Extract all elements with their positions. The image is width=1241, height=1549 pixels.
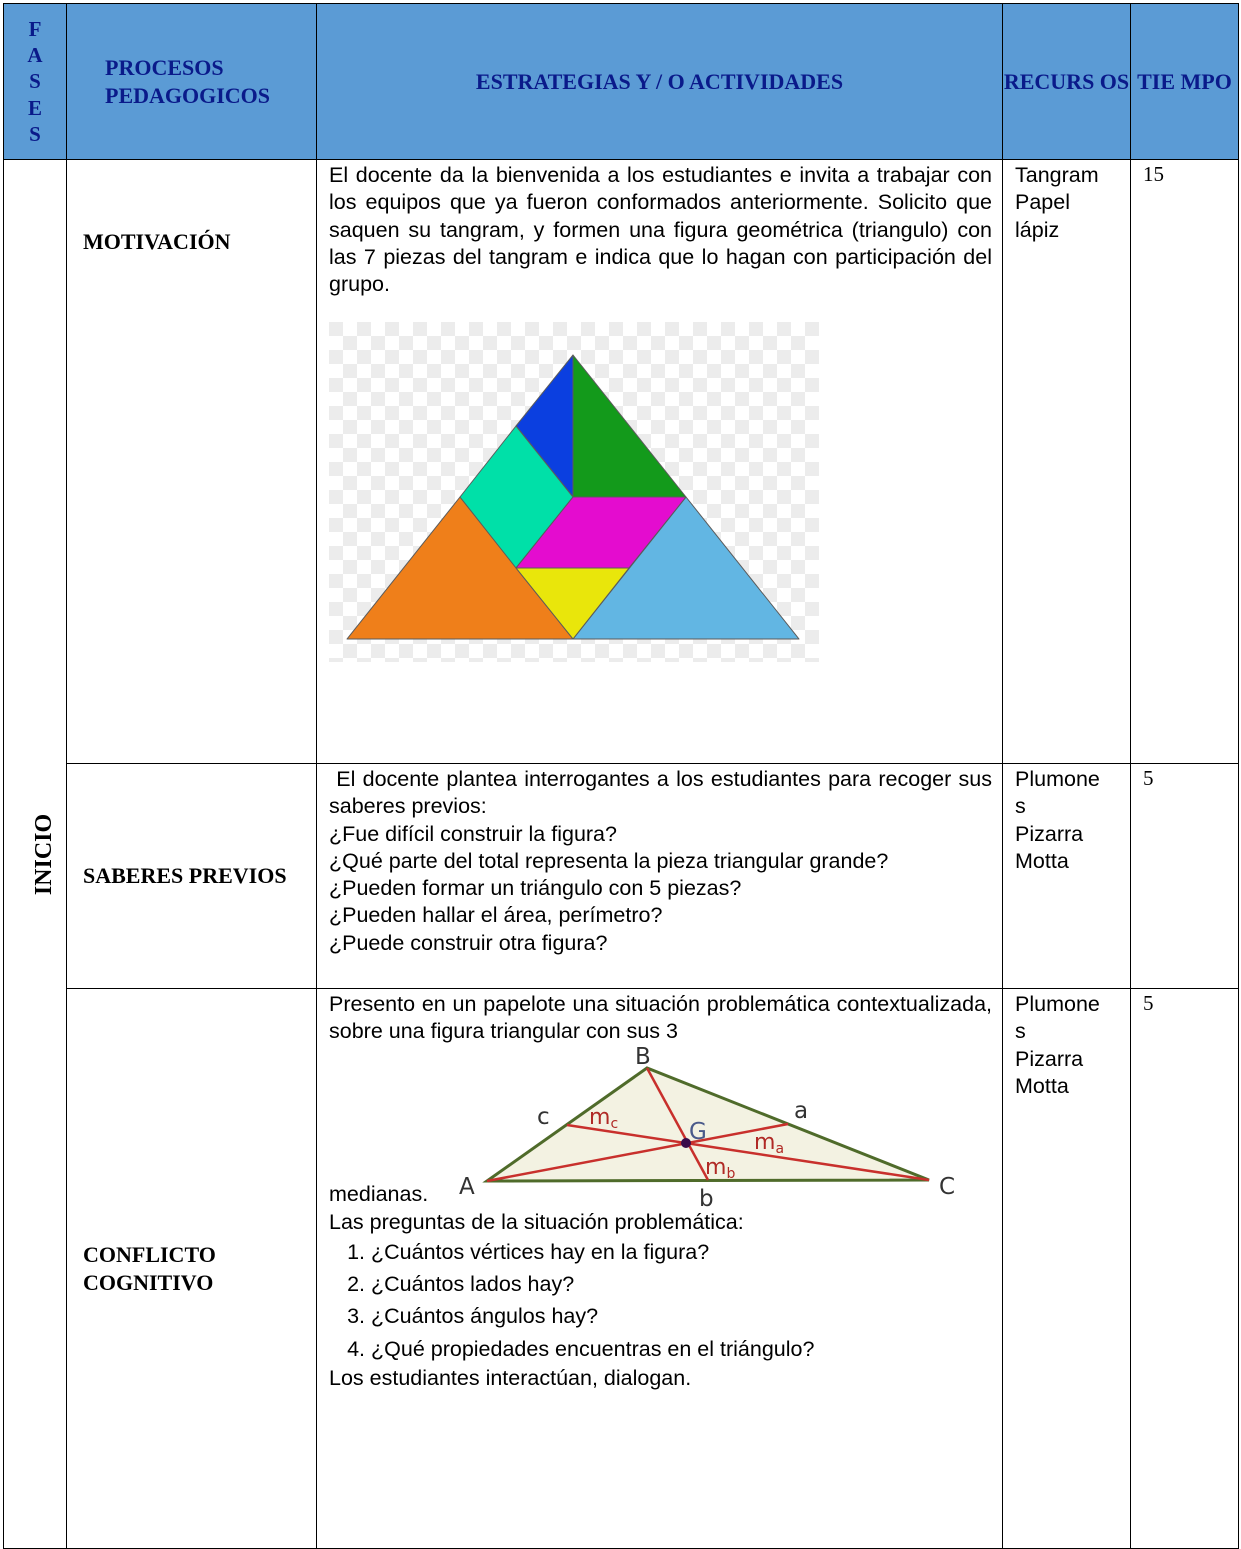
recurso-item: Motta xyxy=(1015,848,1069,873)
table-row: CONFLICTO COGNITIVO Presento en un papel… xyxy=(4,988,1239,1549)
recurso-item: Plumone xyxy=(1015,767,1100,791)
recurso-item: Pizarra xyxy=(1015,821,1084,846)
tiempo-saberes: 5 xyxy=(1130,763,1239,989)
median-label: mb xyxy=(705,1155,735,1182)
actividad-line: ¿Pueden hallar el área, perímetro? xyxy=(329,903,663,928)
vertex-label: C xyxy=(939,1174,955,1200)
actividad-saberes: El docente plantea interrogantes a los e… xyxy=(316,763,1003,989)
tangram-triangle-image xyxy=(329,322,819,663)
tiempo-motivacion: 15 xyxy=(1130,159,1239,764)
proceso-conflicto: CONFLICTO COGNITIVO xyxy=(66,988,317,1549)
recurso-item: Tangram xyxy=(1015,163,1099,187)
actividad-line: ¿Qué parte del total representa la pieza… xyxy=(329,848,889,873)
recurso-item: Plumone xyxy=(1015,992,1100,1016)
vertex-label: A xyxy=(459,1174,475,1200)
recursos-conflicto: Plumone s Pizarra Motta xyxy=(1002,988,1131,1549)
midpoint-label: c xyxy=(537,1104,550,1130)
phase-cell: INICIO xyxy=(3,159,67,1549)
actividad-line: ¿Pueden formar un triángulo con 5 piezas… xyxy=(329,876,742,901)
fases-letter: A xyxy=(27,43,43,68)
recurso-item: lápiz xyxy=(1015,217,1060,242)
centroid-label: G xyxy=(689,1119,707,1145)
fases-letter: E xyxy=(27,95,42,120)
midpoint-label: b xyxy=(699,1186,714,1209)
actividad-cierre: Los estudiantes interactúan, dialogan. xyxy=(329,1365,692,1390)
fases-letter: S xyxy=(29,121,41,146)
vertex-label: B xyxy=(635,1046,651,1070)
recursos-motivacion: Tangram Papel lápiz xyxy=(1002,159,1131,764)
recurso-item: s xyxy=(1015,794,1026,819)
session-table: F A S E S PROCESOS PEDAGOGICOS ESTRATEGI… xyxy=(3,3,1239,1549)
tangram-yellow-piece xyxy=(515,567,630,640)
actividad-line: El docente plantea interrogantes a los e… xyxy=(329,767,998,819)
table-row: INICIO MOTIVACIÓN El docente da la bienv… xyxy=(3,159,1239,1549)
actividad-line: ¿Fue difícil construir la figura? xyxy=(329,821,617,846)
list-item: ¿Qué propiedades encuentras en el triáng… xyxy=(371,1333,992,1365)
list-item: ¿Cuántos ángulos hay? xyxy=(371,1300,992,1332)
triangle-medians-image: A B C a b c G mc ma mb xyxy=(459,1046,955,1209)
recurso-item: s xyxy=(1015,1019,1026,1044)
preguntas-intro: Las preguntas de la situación problemáti… xyxy=(329,1209,744,1234)
header-fases: F A S E S xyxy=(3,3,67,160)
fases-letter: S xyxy=(29,69,41,94)
header-recursos: RECURS OS xyxy=(1002,3,1131,160)
header-row: F A S E S PROCESOS PEDAGOGICOS ESTRATEGI… xyxy=(3,3,1239,160)
median-label: mc xyxy=(589,1105,618,1132)
phase-label: INICIO xyxy=(31,813,58,895)
actividad-text: El docente da la bienvenida a los estudi… xyxy=(329,163,992,297)
actividad-text: medianas. xyxy=(329,1182,429,1207)
centroid-point xyxy=(681,1137,691,1148)
midpoint-label: a xyxy=(794,1098,808,1124)
header-procesos: PROCESOS PEDAGOGICOS xyxy=(66,3,317,160)
median-label: ma xyxy=(754,1130,784,1157)
proceso-motivacion: MOTIVACIÓN xyxy=(66,159,317,764)
median-line xyxy=(645,1066,710,1181)
actividad-text: Presento en un papelote una situación pr… xyxy=(329,992,992,1044)
proceso-saberes: SABERES PREVIOS xyxy=(66,763,317,989)
header-tiempo: TIE MPO xyxy=(1130,3,1239,160)
tiempo-conflicto: 5 xyxy=(1130,988,1239,1549)
preguntas-list: ¿Cuántos vértices hay en la figura? ¿Cuá… xyxy=(329,1236,992,1365)
median-line xyxy=(566,1123,930,1181)
table-row: SABERES PREVIOS El docente plantea inter… xyxy=(4,763,1239,989)
fases-letter: F xyxy=(28,16,42,41)
median-line xyxy=(486,1122,789,1182)
header-estrategias: ESTRATEGIAS Y / O ACTIVIDADES xyxy=(316,3,1003,160)
recursos-saberes: Plumone s Pizarra Motta xyxy=(1002,763,1131,989)
recurso-item: Motta xyxy=(1015,1073,1069,1098)
actividad-motivacion: El docente da la bienvenida a los estudi… xyxy=(316,159,1003,764)
actividad-conflicto: Presento en un papelote una situación pr… xyxy=(316,988,1003,1549)
list-item: ¿Cuántos lados hay? xyxy=(371,1268,992,1300)
actividad-line: ¿Puede construir otra figura? xyxy=(329,930,608,955)
recurso-item: Papel xyxy=(1015,190,1070,215)
median-figure-row: A B C a b c G mc ma mb xyxy=(329,1046,992,1209)
list-item: ¿Cuántos vértices hay en la figura? xyxy=(371,1236,992,1268)
recurso-item: Pizarra xyxy=(1015,1046,1084,1071)
